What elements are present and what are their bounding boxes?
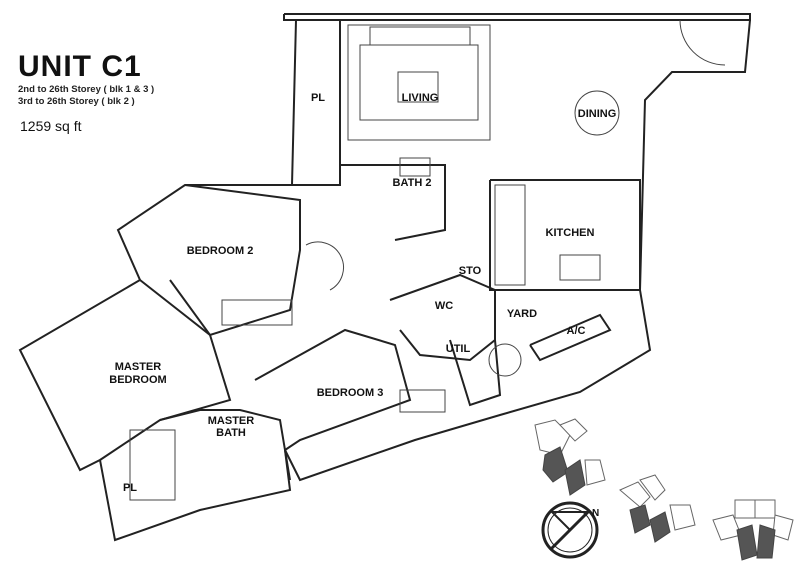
- compass-icon: N: [541, 501, 599, 559]
- unit-area: 1259 sq ft: [20, 118, 82, 134]
- room-label-master-bath-1: MASTER: [208, 415, 255, 427]
- room-label-ac: A/C: [567, 325, 586, 337]
- storey-info-2: 3rd to 26th Storey ( blk 2 ): [18, 96, 135, 107]
- room-label-sto: STO: [459, 265, 482, 277]
- room-label-kitchen: KITCHEN: [546, 227, 595, 239]
- room-label-living: LIVING: [402, 92, 439, 104]
- furniture: [129, 19, 726, 501]
- room-label-master-bath-2: BATH: [216, 427, 246, 439]
- storey-info-1: 2nd to 26th Storey ( blk 1 & 3 ): [18, 84, 155, 95]
- room-label-yard: YARD: [507, 308, 537, 320]
- room-label-pl: PL: [311, 92, 325, 104]
- room-label-util: UTIL: [446, 343, 471, 355]
- room-label-pl-bottom: PL: [123, 482, 137, 494]
- room-label-master-bedroom-2: BEDROOM: [109, 374, 166, 386]
- room-label-bedroom-3: BEDROOM 3: [317, 387, 384, 399]
- room-label-bedroom-2: BEDROOM 2: [187, 245, 254, 257]
- room-label-master-bedroom-1: MASTER: [115, 361, 162, 373]
- room-label-wc: WC: [435, 300, 453, 312]
- walls: [18, 13, 751, 542]
- unit-title: UNIT C1: [18, 50, 142, 83]
- room-label-bath-2: BATH 2: [393, 177, 432, 189]
- room-label-dining: DINING: [578, 108, 617, 120]
- key-plan: [534, 418, 794, 561]
- compass-north-label: N: [592, 508, 599, 519]
